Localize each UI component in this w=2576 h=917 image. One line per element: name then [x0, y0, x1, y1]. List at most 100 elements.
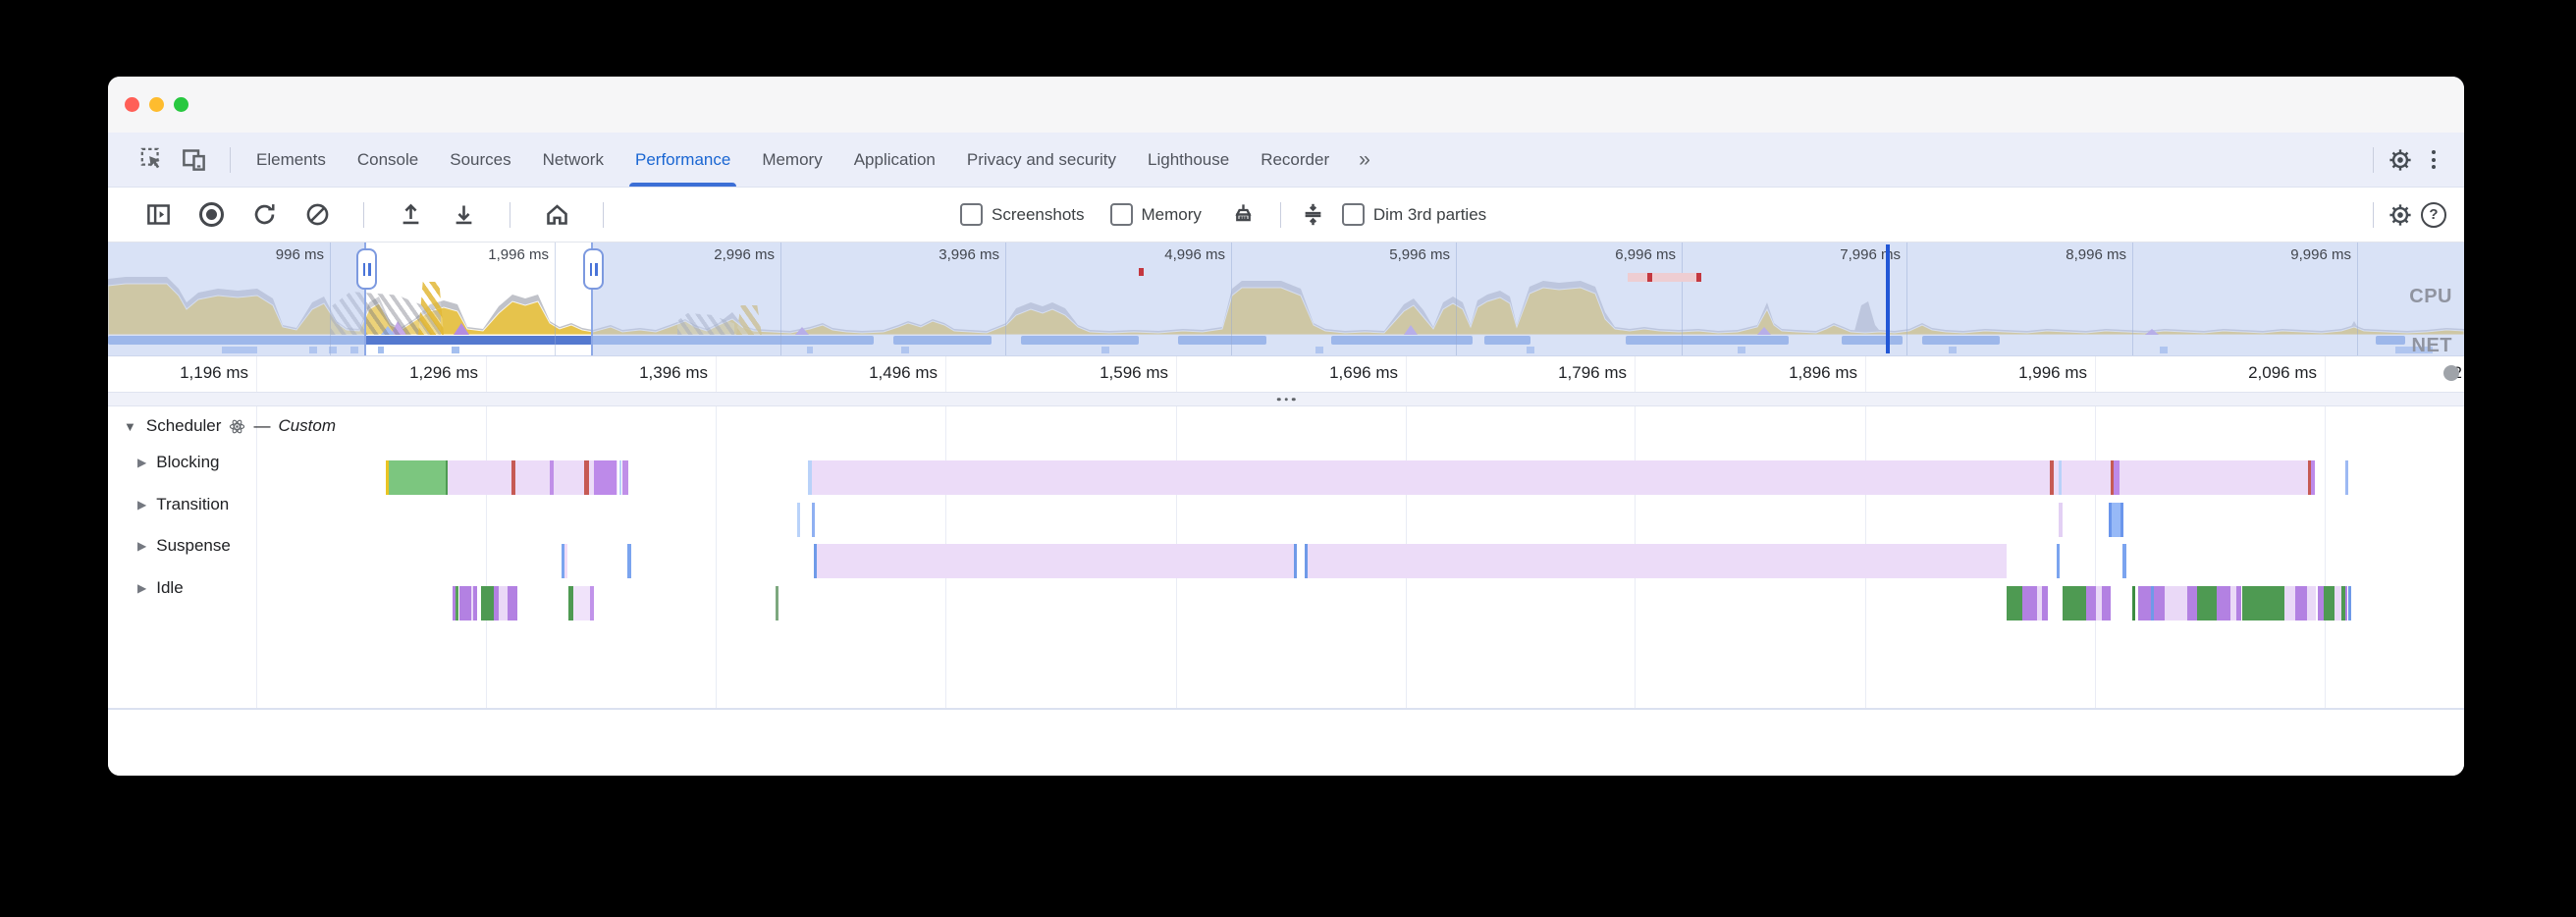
checkbox-box[interactable] — [960, 203, 983, 226]
tab-recorder[interactable]: Recorder — [1245, 133, 1345, 187]
tab-sources[interactable]: Sources — [434, 133, 526, 187]
tab-memory[interactable]: Memory — [746, 133, 837, 187]
flame-segment[interactable] — [622, 460, 628, 495]
reload-icon[interactable] — [247, 198, 281, 232]
flamechart-tracks[interactable]: ▼Scheduler—Custom ▶Blocking ▶Transition ▶Su… — [108, 406, 2464, 710]
flame-segment[interactable] — [2295, 586, 2307, 620]
track-row-idle[interactable] — [108, 586, 2464, 620]
selection-handle-left[interactable] — [356, 248, 377, 290]
flame-segment[interactable] — [459, 586, 471, 620]
inspect-icon[interactable] — [137, 145, 167, 175]
flame-segment[interactable] — [456, 586, 458, 620]
flame-segment[interactable] — [2042, 586, 2048, 620]
expand-arrow-icon[interactable]: ▶ — [137, 498, 146, 512]
panel-left-icon[interactable] — [141, 198, 175, 232]
flame-segment[interactable] — [812, 503, 815, 537]
selection-handle-right[interactable] — [583, 248, 604, 290]
more-tabs-button[interactable]: » — [1345, 148, 1384, 172]
flame-segment[interactable] — [2154, 586, 2165, 620]
flame-segment[interactable] — [2112, 503, 2120, 537]
flame-segment[interactable] — [448, 460, 617, 495]
flame-segment[interactable] — [2059, 460, 2062, 495]
checkbox-box[interactable] — [1342, 203, 1365, 226]
flame-segment[interactable] — [550, 460, 554, 495]
flame-segment[interactable] — [573, 586, 590, 620]
track-row-suspense[interactable] — [108, 544, 2464, 578]
flame-segment[interactable] — [564, 544, 567, 578]
gear-icon[interactable] — [2384, 143, 2417, 177]
flame-segment[interactable] — [2307, 586, 2316, 620]
flame-segment[interactable] — [1308, 544, 2007, 578]
download-icon[interactable] — [447, 198, 480, 232]
flame-segment[interactable] — [590, 586, 594, 620]
flame-segment[interactable] — [2063, 586, 2086, 620]
row-label-blocking[interactable]: ▶Blocking — [137, 453, 220, 472]
flame-segment[interactable] — [627, 544, 631, 578]
tab-privacy-and-security[interactable]: Privacy and security — [951, 133, 1132, 187]
track-row-transition[interactable] — [108, 503, 2464, 537]
tab-console[interactable]: Console — [342, 133, 434, 187]
flame-segment[interactable] — [2242, 586, 2284, 620]
flame-segment[interactable] — [2007, 586, 2022, 620]
drag-handle-icon[interactable] — [1277, 398, 1296, 402]
flame-segment[interactable] — [2102, 586, 2111, 620]
panel-splitter[interactable] — [108, 392, 2464, 406]
flame-segment[interactable] — [594, 460, 617, 495]
flame-segment[interactable] — [584, 460, 589, 495]
flame-segment[interactable] — [473, 586, 477, 620]
flame-segment[interactable] — [2348, 586, 2351, 620]
timeline-ruler[interactable]: 1,196 ms1,296 ms1,396 ms1,496 ms1,596 ms… — [108, 356, 2464, 392]
flame-segment[interactable] — [2217, 586, 2230, 620]
flame-segment[interactable] — [2334, 586, 2341, 620]
expand-arrow-icon[interactable]: ▶ — [137, 581, 146, 595]
tab-performance[interactable]: Performance — [619, 133, 746, 187]
track-row-blocking[interactable] — [108, 460, 2464, 495]
row-label-idle[interactable]: ▶Idle — [137, 578, 184, 598]
flame-segment[interactable] — [2132, 586, 2135, 620]
minimize-window-button[interactable] — [149, 97, 164, 112]
flame-segment[interactable] — [2086, 586, 2096, 620]
scrollbar-thumb[interactable] — [2443, 365, 2459, 381]
flame-segment[interactable] — [2165, 586, 2187, 620]
memory-checkbox[interactable]: Memory — [1110, 203, 1202, 226]
tab-network[interactable]: Network — [527, 133, 619, 187]
close-window-button[interactable] — [125, 97, 139, 112]
playhead-marker[interactable] — [1886, 244, 1890, 353]
device-toolbar-icon[interactable] — [179, 145, 208, 175]
flame-segment[interactable] — [2122, 544, 2126, 578]
tab-lighthouse[interactable]: Lighthouse — [1132, 133, 1245, 187]
dim-3rd-parties-checkbox[interactable]: Dim 3rd parties — [1342, 203, 1486, 226]
scheduler-track-header[interactable]: ▼Scheduler—Custom — [124, 416, 336, 436]
row-label-suspense[interactable]: ▶Suspense — [137, 536, 231, 556]
flame-segment[interactable] — [1294, 544, 1297, 578]
flame-segment[interactable] — [776, 586, 778, 620]
collapse-icon[interactable] — [1297, 198, 1330, 232]
tab-application[interactable]: Application — [838, 133, 951, 187]
record-icon[interactable] — [194, 198, 228, 232]
flame-segment[interactable] — [2311, 460, 2315, 495]
flame-segment[interactable] — [2197, 586, 2217, 620]
flame-segment[interactable] — [2236, 586, 2241, 620]
flame-segment[interactable] — [817, 544, 1294, 578]
expand-arrow-icon[interactable]: ▶ — [137, 456, 146, 469]
kebab-menu-icon[interactable] — [2417, 143, 2450, 177]
flame-segment[interactable] — [2138, 586, 2151, 620]
tab-elements[interactable]: Elements — [241, 133, 342, 187]
flame-segment[interactable] — [2057, 544, 2060, 578]
flame-segment[interactable] — [2114, 460, 2120, 495]
flame-segment[interactable] — [2324, 586, 2334, 620]
flame-segment[interactable] — [508, 586, 517, 620]
row-label-transition[interactable]: ▶Transition — [137, 495, 229, 514]
flame-segment[interactable] — [797, 503, 800, 537]
flame-segment[interactable] — [2345, 460, 2348, 495]
timeline-overview[interactable]: 996 ms1,996 ms2,996 ms3,996 ms4,996 ms5,… — [108, 243, 2464, 356]
flame-segment[interactable] — [2022, 586, 2037, 620]
help-icon[interactable]: ? — [2417, 198, 2450, 232]
flame-segment[interactable] — [2059, 503, 2063, 537]
flame-segment[interactable] — [499, 586, 508, 620]
expand-arrow-icon[interactable]: ▶ — [137, 539, 146, 553]
flame-segment[interactable] — [511, 460, 515, 495]
upload-icon[interactable] — [394, 198, 427, 232]
flame-segment[interactable] — [389, 460, 446, 495]
flame-segment[interactable] — [2187, 586, 2197, 620]
